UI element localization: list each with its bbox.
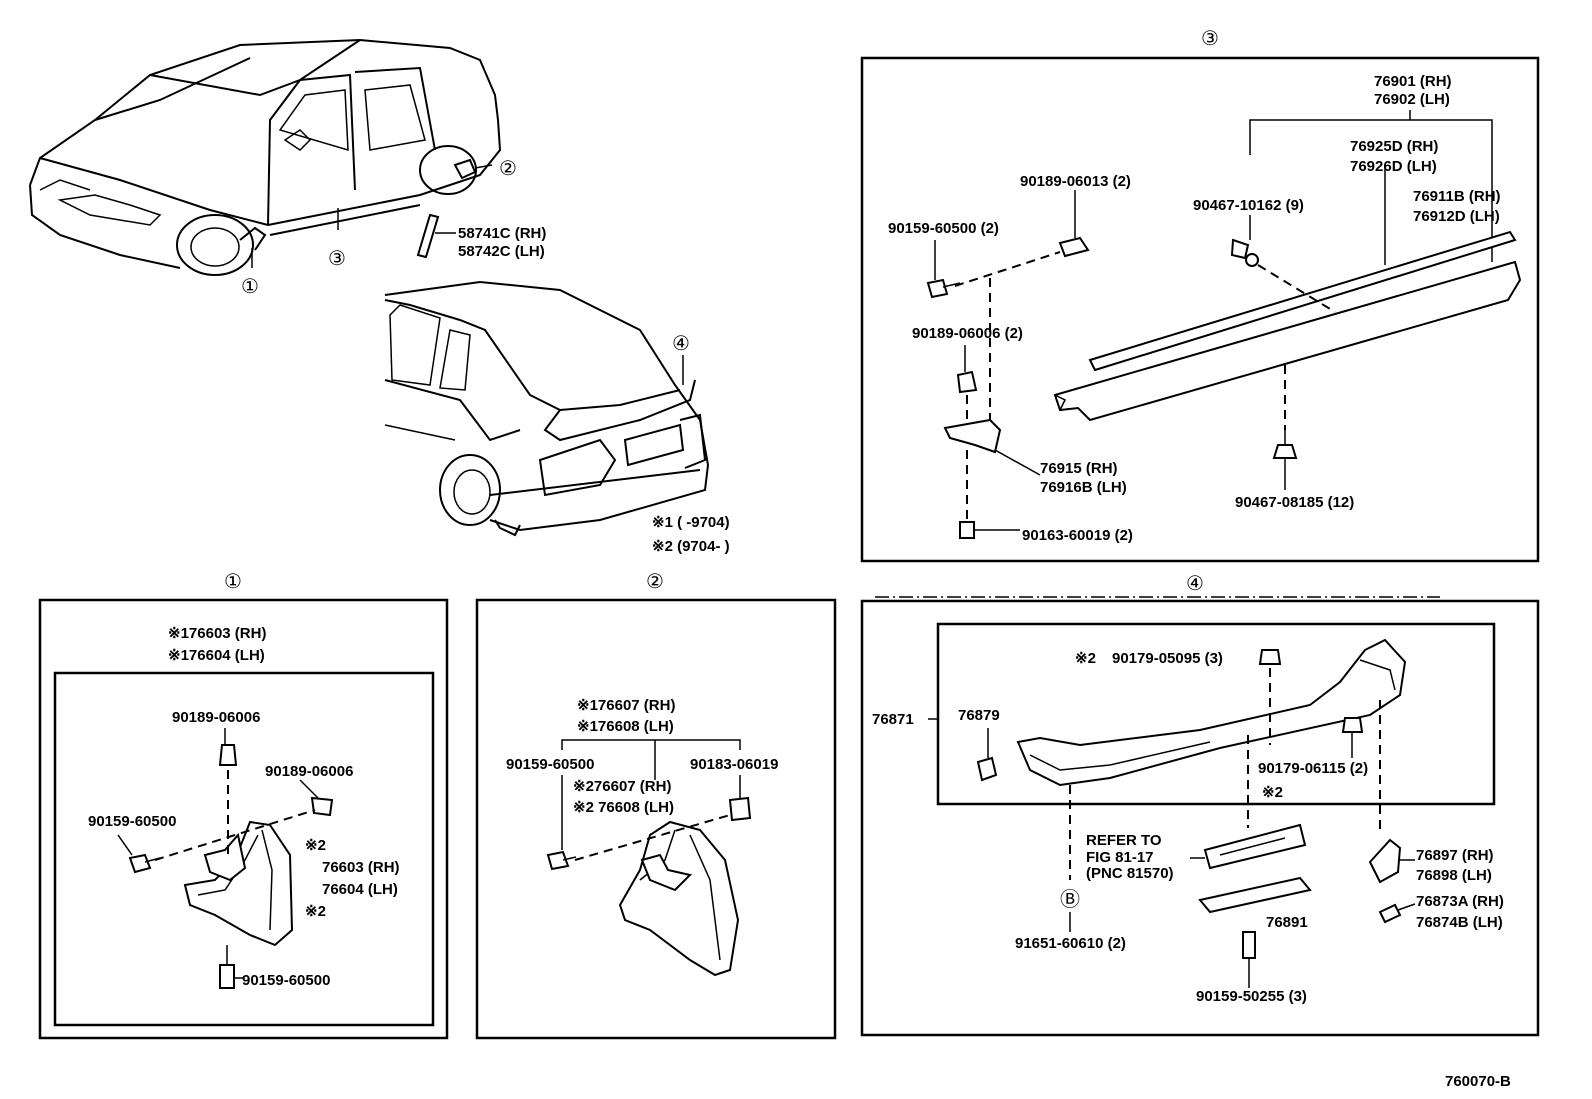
panel2-top-lh: ※176608 (LH) (577, 718, 674, 735)
panel4-screw-b: 91651-60610 (2) (1015, 935, 1126, 952)
callout-2: ② (499, 158, 517, 180)
panel-4-callout: ④ (1186, 573, 1204, 595)
panel1-clip-mid-icon (310, 796, 334, 817)
panel3-clip-a: 90189-06013 (2) (1020, 173, 1131, 190)
panel3-sub-rh: 76925D (RH) (1350, 138, 1438, 155)
panel4-76879-icon (976, 756, 998, 782)
panel-4-frame (860, 599, 1540, 1037)
panel4-screw-icon (1242, 931, 1256, 988)
callout-3: ③ (328, 248, 346, 270)
panel4-pad-icon (1368, 838, 1402, 884)
panel-1-inner-frame (53, 671, 435, 1027)
panel4-cover-icon (1198, 876, 1312, 914)
note-2: ※2 (9704- ) (652, 538, 730, 555)
panel1-clip-mid: 90189-06006 (265, 763, 353, 780)
mudguard-label-lh: 58742C (LH) (458, 243, 545, 260)
panel3-sub-lh: 76926D (LH) (1350, 158, 1437, 175)
panel2-alt-lh: ※2 76608 (LH) (573, 799, 674, 816)
panel3-bolt-icon (959, 521, 975, 539)
panel4-refer-2: FIG 81-17 (1086, 849, 1154, 866)
panel4-cap-icon (1378, 903, 1402, 924)
panel4-refer-3: (PNC 81570) (1086, 865, 1174, 882)
panel1-screw-icon (117, 834, 161, 874)
panel2-top-rh: ※176607 (RH) (577, 697, 675, 714)
panel4-cap-rh: 76873A (RH) (1416, 893, 1504, 910)
diagram-code: 760070-B (1445, 1073, 1511, 1090)
panel4-spoiler: 76871 (872, 711, 914, 728)
panel-1-frame (38, 598, 449, 1040)
panel3-rocker-lh: 76912D (LH) (1413, 208, 1500, 225)
panel3-clip-b-icon (956, 370, 978, 394)
panel-1-callout: ① (224, 571, 242, 593)
panel-3-frame (860, 56, 1540, 563)
panel3-bracket-rh: 76915 (RH) (1040, 460, 1118, 477)
panel-3-callout: ③ (1201, 28, 1219, 50)
panel3-moulding-lh: 76902 (LH) (1374, 91, 1450, 108)
panel3-clip-9: 90467-10162 (9) (1193, 197, 1304, 214)
panel1-part-rh: 76603 (RH) (322, 859, 400, 876)
note-1: ※1 ( -9704) (652, 514, 730, 531)
panel4-nut-mark: ※2 (1075, 650, 1096, 667)
panel2-screw: 90159-60500 (506, 756, 594, 773)
panel4-b-callout: Ⓑ (1060, 888, 1080, 911)
panel1-top-rh: ※176603 (RH) (168, 625, 266, 642)
panel1-mudguard (183, 820, 294, 947)
panel3-rocker-rh: 76911B (RH) (1413, 188, 1501, 205)
panel3-bracket-icon (943, 418, 1002, 454)
panel3-rocker-moulding (1053, 230, 1522, 422)
mudguard-label-rh: 58741C (RH) (458, 225, 546, 242)
callout-1: ① (241, 276, 259, 298)
panel4-nut2-icon (1341, 717, 1364, 733)
panel1-mark-b: ※2 (305, 903, 326, 920)
panel4-spoiler-icon (1016, 638, 1407, 787)
panel4-refer-1: REFER TO (1086, 832, 1162, 849)
panel3-bolt: 90163-60019 (2) (1022, 527, 1133, 544)
panel1-top-lh: ※176604 (LH) (168, 647, 265, 664)
panel3-clip-a-icon (1058, 236, 1090, 258)
panel-2-callout: ② (646, 571, 664, 593)
panel1-clip-top-icon (218, 744, 238, 855)
panel4-pad-lh: 76898 (LH) (1416, 867, 1492, 884)
panel4-stop-lamp-icon (1203, 823, 1307, 870)
panel3-bracket-lh: 76916B (LH) (1040, 479, 1127, 496)
panel-2-frame (475, 598, 837, 1040)
front-car-illustration (29, 38, 502, 276)
panel2-mudguard (618, 820, 740, 977)
panel4-mark: ※2 (1262, 784, 1283, 801)
panel1-screw-bottom-icon (219, 945, 244, 989)
callout-4: ④ (672, 333, 690, 355)
rear-car-illustration (384, 280, 710, 537)
panel2-screw-icon (546, 850, 577, 871)
panel4-cap-lh: 76874B (LH) (1416, 914, 1503, 931)
panel2-clip-icon (728, 796, 752, 822)
panel3-moulding-rh: 76901 (RH) (1374, 73, 1452, 90)
panel4-nut-icon (1258, 649, 1282, 665)
panel4-part-76879: 76879 (958, 707, 1000, 724)
panel-4-inner-frame (936, 622, 1496, 806)
panel3-screw-icon (926, 278, 961, 299)
panel3-screw: 90159-60500 (2) (888, 220, 999, 237)
panel3-clip-b: 90189-06006 (2) (912, 325, 1023, 342)
panel2-alt-rh: ※276607 (RH) (573, 778, 671, 795)
panel1-mark-a: ※2 (305, 837, 326, 854)
panel1-clip-top: 90189-06006 (172, 709, 260, 726)
panel3-clip-12-icon (1272, 430, 1298, 490)
panel3-clip-9-icon (1230, 238, 1259, 267)
panel3-clip-12: 90467-08185 (12) (1235, 494, 1354, 511)
panel1-part-lh: 76604 (LH) (322, 881, 398, 898)
panel1-screw-left: 90159-60500 (88, 813, 176, 830)
panel2-clip: 90183-06019 (690, 756, 778, 773)
panel4-nut2: 90179-06115 (2) (1258, 760, 1368, 777)
panel4-cover: 76891 (1266, 914, 1308, 931)
panel4-pad-rh: 76897 (RH) (1416, 847, 1494, 864)
panel1-screw-bottom: 90159-60500 (242, 972, 330, 989)
panel4-nut: 90179-05095 (3) (1112, 650, 1223, 667)
panel4-screw: 90159-50255 (3) (1196, 988, 1307, 1005)
